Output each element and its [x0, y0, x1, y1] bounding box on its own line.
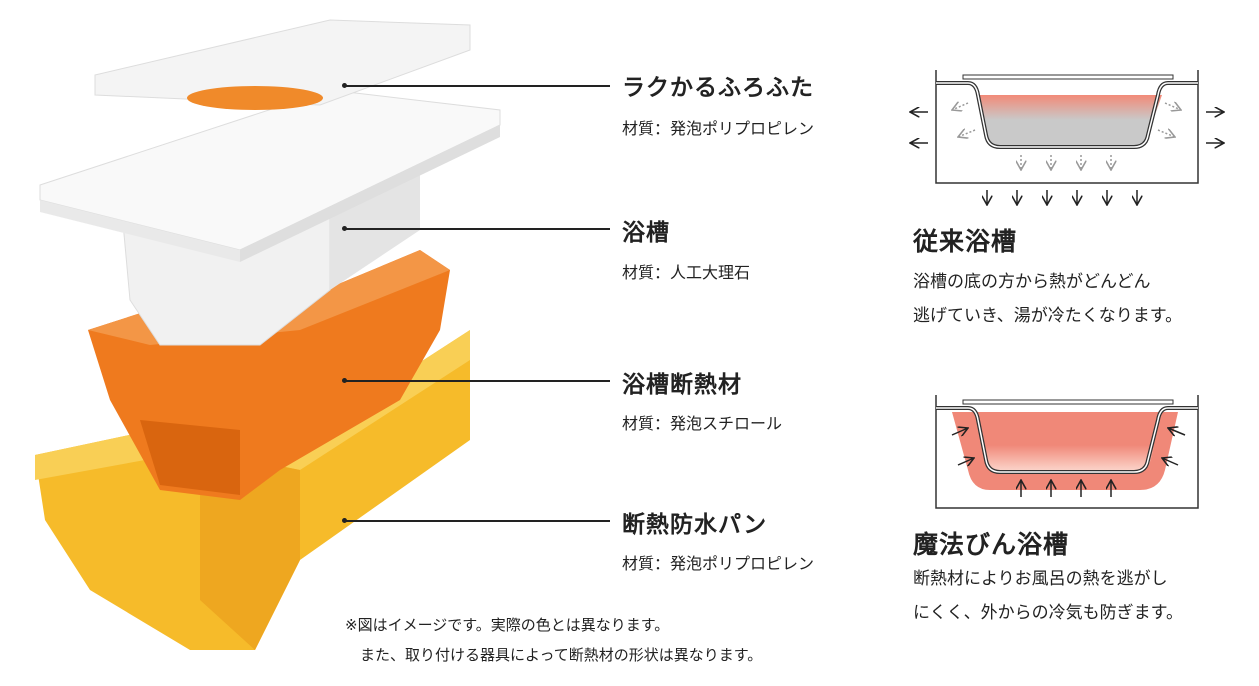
description-line: 逃げていき、湯が冷たくなります。 [913, 306, 1183, 326]
part-material-insulation: 材質：発泡スチロール [622, 414, 783, 433]
lid-handle-icon [187, 86, 323, 110]
disclaimer-note: ※図はイメージです。実際の色とは異なります。 また、取り付ける器具によって断熱材… [345, 610, 762, 670]
part-name-tub: 浴槽 [622, 220, 670, 246]
description-line: 断熱材によりお風呂の熱を逃がし [913, 569, 1168, 589]
leader-dot [342, 83, 347, 88]
leader-dot [342, 226, 347, 231]
part-material-lid: 材質：発泡ポリプロピレン [622, 119, 815, 138]
part-name-insulation: 浴槽断熱材 [622, 372, 742, 398]
conventional-tub-diagram [900, 70, 1230, 215]
note-line: また、取り付ける器具によって断熱材の形状は異なります。 [345, 646, 763, 664]
part-name-pan: 断熱防水パン [622, 512, 768, 538]
part-material-pan: 材質：発泡ポリプロピレン [622, 554, 815, 573]
part-material-tub: 材質：人工大理石 [622, 263, 751, 282]
thermos-tub-title: 魔法びん浴槽 [913, 530, 1070, 559]
conventional-tub-description: 浴槽の底の方から熱がどんどん 逃げていき、湯が冷たくなります。 [913, 265, 1182, 333]
note-line: ※図はイメージです。実際の色とは異なります。 [345, 616, 670, 634]
leader-line [345, 228, 610, 230]
leader-line [345, 380, 610, 382]
leader-line [345, 520, 610, 522]
lid-illustration [94, 19, 471, 110]
thermos-tub-diagram [935, 395, 1199, 509]
bathtub-exploded-illustration [35, 19, 501, 650]
leader-dot [342, 378, 347, 383]
thermos-tub-description: 断熱材によりお風呂の熱を逃がし にくく、外からの冷気も防ぎます。 [913, 562, 1183, 630]
bathtub-illustration [39, 89, 501, 346]
part-name-lid: ラクかるふろふた [622, 75, 814, 101]
description-line: 浴槽の底の方から熱がどんどん [913, 272, 1151, 292]
leader-line [345, 85, 610, 87]
description-line: にくく、外からの冷気も防ぎます。 [913, 603, 1183, 623]
leader-dot [342, 518, 347, 523]
conventional-tub-title: 従来浴槽 [913, 227, 1018, 256]
